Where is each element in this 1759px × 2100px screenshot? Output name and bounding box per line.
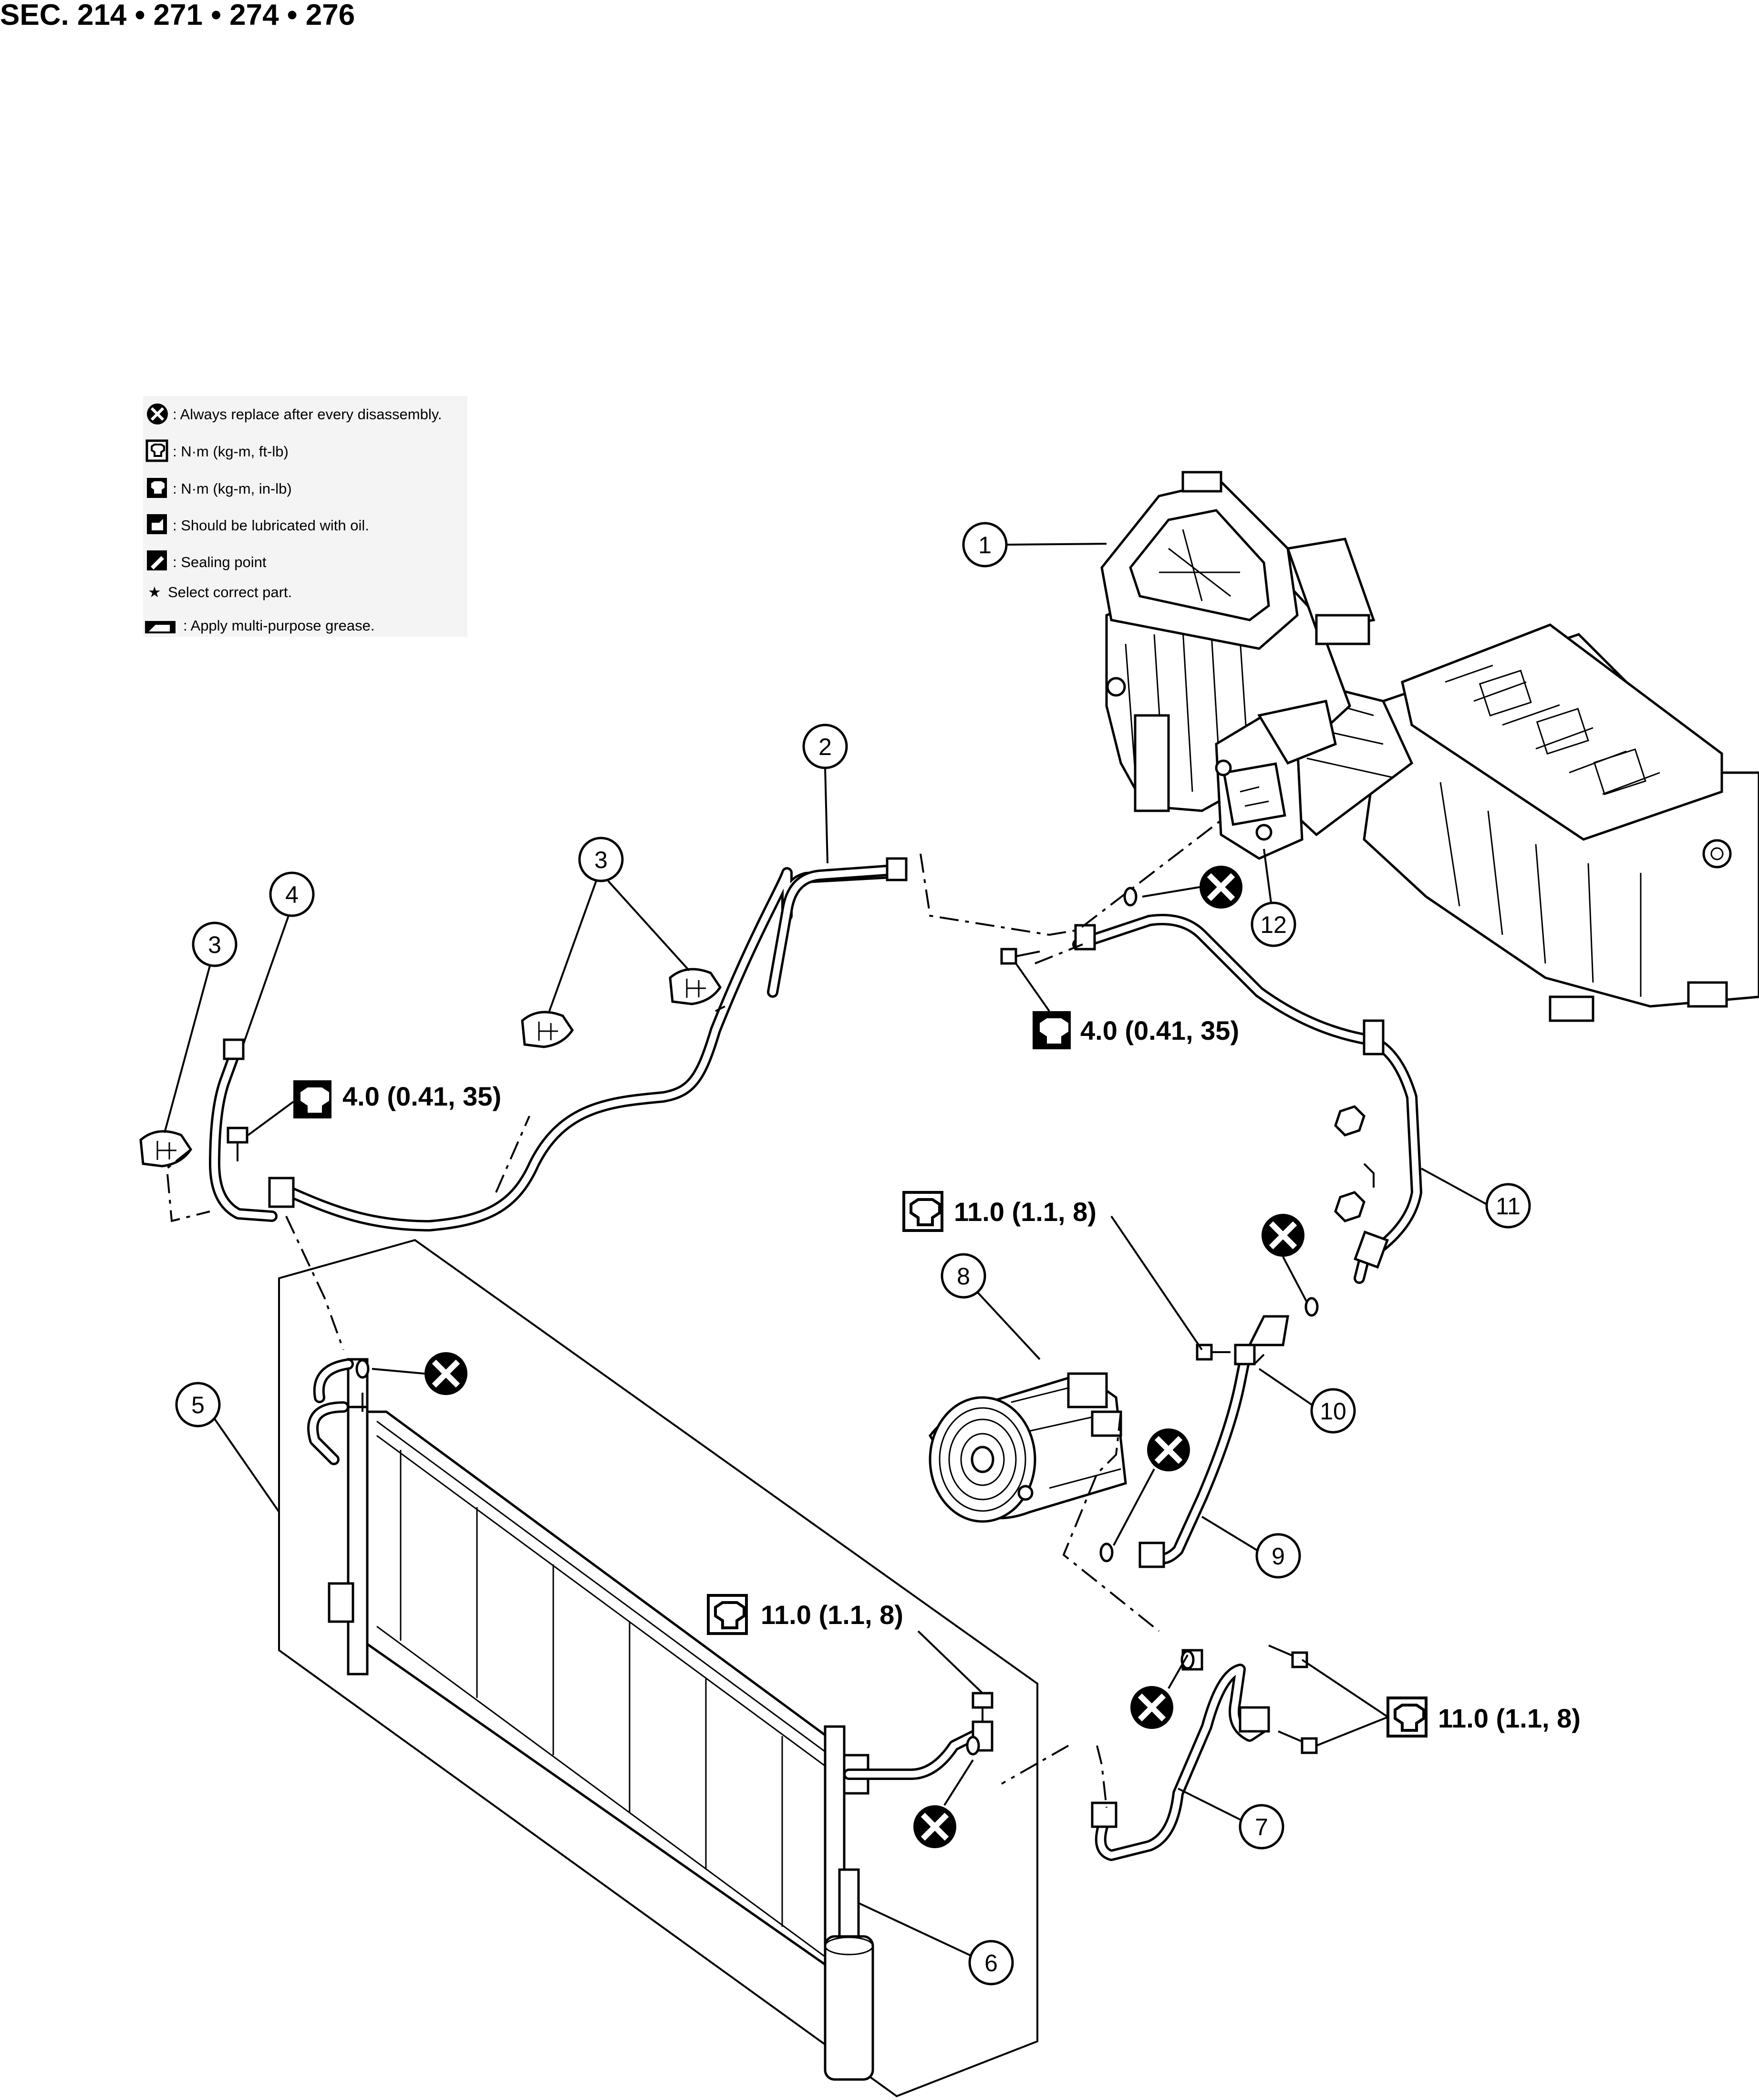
torque-spec-rear-pipe-bolt: 4.0 (0.41, 35) [1033,1011,1239,1049]
svg-text:4: 4 [285,881,299,908]
svg-text:10: 10 [1320,1398,1346,1425]
callout-12: 12 [1251,901,1296,947]
replace-marker [1200,866,1242,909]
oil-can-icon [147,514,167,534]
pipe-clip [669,968,722,1005]
callout-2: 2 [802,724,848,769]
legend-item-torque-ftlb: : N·m (kg-m, ft-lb) [173,443,289,460]
callout-8: 8 [941,1253,986,1299]
legend-item-replace: : Always replace after every disassembly… [173,406,442,423]
heater-cooling-unit [1100,471,1759,1022]
compressor [928,1372,1127,1523]
callout-5: 5 [175,1382,221,1428]
svg-text:11: 11 [1496,1193,1521,1220]
condenser-pipe [209,1038,295,1222]
condenser [278,1239,1038,2098]
svg-text:3: 3 [208,931,221,958]
callout-9: 9 [1255,1533,1301,1579]
callout-3-left: 3 [192,921,238,967]
callout-1: 1 [962,522,1008,568]
svg-text:9: 9 [1272,1543,1285,1570]
torque-spec-hose-bolts: 11.0 (1.1, 8) [1387,1697,1581,1738]
grease-icon [145,621,176,633]
o-ring [355,887,1319,1756]
replace-marker [913,1805,956,1848]
svg-text:11.0 (1.1, 8): 11.0 (1.1, 8) [954,1197,1097,1227]
liquid-tank [824,1868,874,2081]
legend-item-grease: : Apply multi-purpose grease. [183,617,375,634]
svg-text:4.0 (0.41, 35): 4.0 (0.41, 35) [1080,1015,1239,1045]
callout-6: 6 [968,1940,1014,1986]
legend-item-sealing: : Sealing point [173,554,267,570]
low-pressure-pipe-rear [1000,914,1422,1284]
sealing-point-icon [147,550,167,570]
pipe-clip [139,1130,193,1168]
svg-text:7: 7 [1255,1814,1268,1841]
legend-item-torque-inlb: : N·m (kg-m, in-lb) [173,480,292,497]
replace-marker [1262,1214,1304,1257]
svg-text:12: 12 [1260,911,1287,938]
callout-10: 10 [1310,1388,1356,1434]
callout-7: 7 [1239,1804,1284,1850]
torque-spec-compressor-bolt: 11.0 (1.1, 8) [902,1191,1097,1232]
svg-text:3: 3 [594,847,608,873]
star-icon: ★ [148,584,161,600]
replace-marker [1147,1428,1190,1471]
svg-text:1: 1 [978,532,992,559]
torque-spec-condenser-bolt: 11.0 (1.1, 8) [707,1594,903,1635]
svg-text:2: 2 [818,734,832,760]
alignment-lines [166,819,1222,1808]
torque-spec-pipe-bolt: 4.0 (0.41, 35) [293,1080,501,1118]
callout-3-middle: 3 [578,837,624,882]
svg-text:5: 5 [191,1392,205,1418]
svg-text:11.0 (1.1, 8): 11.0 (1.1, 8) [761,1600,903,1630]
svg-text:4.0 (0.41, 35): 4.0 (0.41, 35) [342,1081,501,1111]
svg-text:6: 6 [984,1950,998,1976]
torque-ftlb-icon [145,439,168,462]
high-pressure-flexible-hose [1091,1645,1318,1861]
legend-item-select: Select correct part. [168,584,292,600]
replace-marker [1130,1686,1173,1729]
callout-11: 11 [1485,1183,1531,1229]
replace-icon [147,403,168,424]
legend: : Always replace after every disassembly… [143,396,467,637]
flexible-hose-joint [1196,1315,1289,1365]
low-pressure-flexible-hose [1138,1344,1256,1568]
section-header: SEC. 214 • 271 • 274 • 276 [0,0,355,31]
svg-text:11.0 (1.1, 8): 11.0 (1.1, 8) [1438,1703,1581,1733]
replace-marker [424,1352,467,1395]
callout-4: 4 [269,871,315,917]
svg-text:8: 8 [957,1263,970,1290]
legend-item-oil: : Should be lubricated with oil. [173,517,369,534]
low-pressure-pipe [285,857,908,1231]
torque-inlb-icon [147,478,167,498]
pipe-clip [521,1011,574,1048]
